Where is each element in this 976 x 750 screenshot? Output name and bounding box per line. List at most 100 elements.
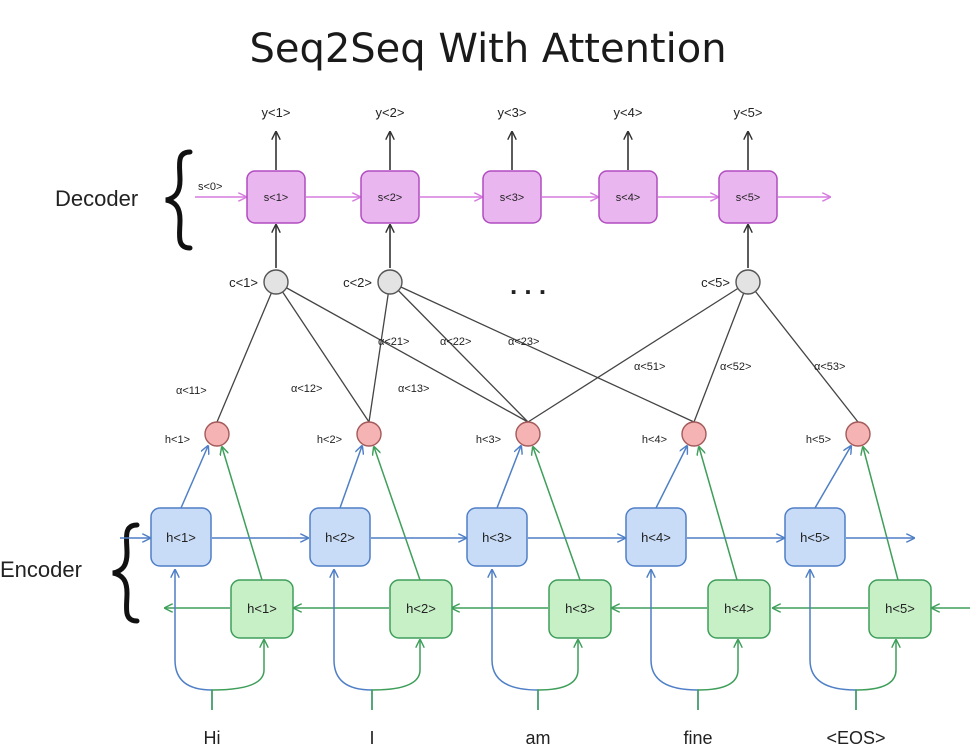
- input-word: <EOS>: [826, 728, 885, 748]
- context-arrows: [276, 225, 748, 268]
- decoder-state-box: [482, 170, 542, 224]
- forward-state-box: [784, 507, 846, 567]
- backward-to-hidden-arrow: [699, 447, 738, 581]
- backward-to-hidden-arrow: [863, 447, 899, 581]
- context-node: [377, 269, 403, 295]
- forward-state-box: [625, 507, 687, 567]
- output-label-y1: y<1>: [262, 105, 291, 120]
- forward-state-box: [466, 507, 528, 567]
- backward-to-hidden-arrow: [533, 447, 581, 581]
- context-label: c<2>: [343, 275, 372, 290]
- attention-labels: α<11> α<12> α<13> α<21> α<22> α<23> α<51…: [176, 336, 845, 397]
- output-label-y2: y<2>: [376, 105, 405, 120]
- backward-states: h<1> h<2> h<3> h<4> h<5>: [230, 579, 932, 639]
- input-to-backward-arrow: [211, 640, 264, 710]
- input-word: fine: [683, 728, 712, 748]
- decoder-state-label: s<4>: [616, 192, 640, 204]
- context-nodes: c<1> c<2> c<5> . . .: [229, 269, 761, 300]
- decoder-state-box: [360, 170, 420, 224]
- backward-to-hidden-arrow: [222, 447, 263, 581]
- attention-line: [389, 281, 529, 423]
- attention-line: [275, 281, 529, 423]
- attention-line: [693, 281, 749, 423]
- ellipsis: . . .: [510, 270, 546, 300]
- forward-state-box: [150, 507, 212, 567]
- decoder-state-label: s<2>: [378, 192, 402, 204]
- input-to-forward-arrow: [651, 570, 699, 710]
- forward-to-hidden-arrow: [655, 446, 687, 509]
- input-routes-backward: [211, 640, 896, 710]
- forward-to-hidden-arrow: [496, 446, 521, 509]
- forward-state-label: h<5>: [800, 530, 830, 545]
- decoder-state-label: s<5>: [736, 192, 760, 204]
- hidden-nodes: h<1> h<2> h<3> h<4> h<5>: [165, 421, 871, 447]
- forward-state-label: h<3>: [482, 530, 512, 545]
- input-words: Hi I am fine <EOS>: [204, 728, 886, 748]
- attention-weight-label: α<23>: [508, 336, 539, 348]
- decoder-label: Decoder: [55, 186, 138, 211]
- backward-to-hidden-arrow: [374, 447, 421, 581]
- attention-line: [527, 281, 749, 423]
- forward-state-label: h<4>: [641, 530, 671, 545]
- input-to-backward-arrow: [697, 640, 738, 710]
- input-to-backward-arrow: [537, 640, 578, 710]
- diagram-title: Seq2Seq With Attention: [249, 26, 727, 72]
- hidden-label: h<5>: [806, 434, 831, 446]
- output-label-y5: y<5>: [734, 105, 763, 120]
- initial-state-label: s<0>: [198, 181, 222, 193]
- context-node: [735, 269, 761, 295]
- attention-weight-label: α<22>: [440, 336, 471, 348]
- attention-weight-label: α<52>: [720, 361, 751, 373]
- backward-state-box: [230, 579, 294, 639]
- backward-state-label: h<5>: [885, 601, 915, 616]
- attention-weight-label: α<11>: [176, 385, 207, 397]
- hidden-label: h<4>: [642, 434, 667, 446]
- backward-state-label: h<4>: [724, 601, 754, 616]
- decoder-state-box: [718, 170, 778, 224]
- output-labels: y<1> y<2> y<3> y<4> y<5>: [262, 105, 763, 120]
- forward-to-hidden-arrow: [339, 446, 362, 509]
- forward-states: h<1> h<2> h<3> h<4> h<5>: [150, 507, 846, 567]
- attention-weight-label: α<51>: [634, 361, 665, 373]
- hidden-node: [515, 421, 541, 447]
- attention-weight-label: α<53>: [814, 361, 845, 373]
- decoder-brace: [165, 149, 193, 251]
- hidden-label: h<1>: [165, 434, 190, 446]
- input-word: I: [369, 728, 374, 748]
- forward-state-label: h<1>: [166, 530, 196, 545]
- forward-to-hidden-arrow: [814, 446, 851, 509]
- attention-lines: [216, 281, 859, 423]
- attention-line: [389, 281, 695, 423]
- hidden-label: h<3>: [476, 434, 501, 446]
- forward-state-label: h<2>: [325, 530, 355, 545]
- attention-line: [368, 281, 391, 423]
- hidden-node: [845, 421, 871, 447]
- backward-to-hidden-arrows: [222, 447, 899, 581]
- backward-state-label: h<3>: [565, 601, 595, 616]
- input-to-forward-arrow: [334, 570, 373, 710]
- input-word: Hi: [204, 728, 221, 748]
- hidden-label: h<2>: [317, 434, 342, 446]
- backward-state-box: [707, 579, 771, 639]
- input-to-backward-arrow: [371, 640, 420, 710]
- input-word: am: [525, 728, 550, 748]
- backward-state-box: [548, 579, 612, 639]
- input-to-forward-arrow: [175, 570, 213, 710]
- input-to-forward-arrow: [810, 570, 857, 710]
- backward-state-box: [389, 579, 453, 639]
- backward-state-box: [868, 579, 932, 639]
- attention-weight-label: α<12>: [291, 383, 322, 395]
- output-label-y4: y<4>: [614, 105, 643, 120]
- encoder-brace: [112, 522, 140, 624]
- decoder-state-box: [246, 170, 306, 224]
- context-node: [263, 269, 289, 295]
- attention-weight-label: α<21>: [378, 336, 409, 348]
- forward-to-hidden-arrow: [180, 446, 208, 509]
- input-to-backward-arrow: [855, 640, 896, 710]
- attention-line: [747, 281, 859, 423]
- hidden-node: [681, 421, 707, 447]
- attention-weight-label: α<13>: [398, 383, 429, 395]
- input-to-forward-arrow: [492, 570, 539, 710]
- backward-state-label: h<1>: [247, 601, 277, 616]
